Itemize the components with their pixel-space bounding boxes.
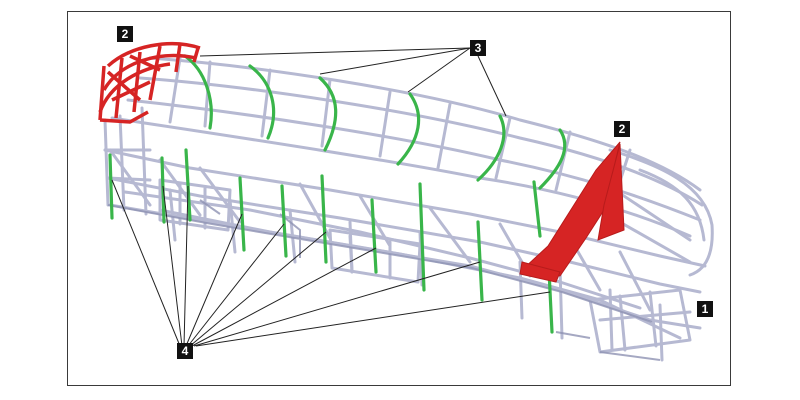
callout-3-label: 3 xyxy=(470,40,486,56)
waist-rail-upper xyxy=(103,148,707,268)
red-reinforcements xyxy=(98,41,625,283)
roof-bow-1 xyxy=(183,54,213,130)
roof-rail-mid-right xyxy=(126,98,702,222)
front-red-panel-right xyxy=(597,143,625,241)
leader-4-b xyxy=(162,185,183,347)
frame-shadows xyxy=(107,199,661,361)
leader-4-c xyxy=(183,185,189,347)
leader-4-d xyxy=(185,213,243,347)
callout-2-rear-label: 2 xyxy=(117,26,133,42)
rear-red-cage xyxy=(98,41,201,124)
callout-4-label: 4 xyxy=(177,343,193,359)
callout-2-front-label: 2 xyxy=(614,121,630,137)
pillar-1 xyxy=(108,153,114,220)
pillar-8 xyxy=(418,182,426,292)
roof-bow-2 xyxy=(248,64,276,140)
leader-4-i xyxy=(195,291,551,347)
roof-bow-6 xyxy=(538,128,567,190)
mid-floor-box xyxy=(328,228,422,284)
roof-bow-5 xyxy=(476,114,506,182)
leader-3-a xyxy=(199,47,471,57)
pillar-5 xyxy=(280,184,288,258)
leader-3-c xyxy=(407,47,471,93)
roof-rail-mid-left xyxy=(138,76,704,207)
floor-rail-front xyxy=(108,203,702,330)
pillar-9 xyxy=(476,220,484,302)
leader-4-g xyxy=(191,247,377,347)
front-floor-box xyxy=(588,288,692,354)
pillar-6 xyxy=(320,174,328,264)
leader-3-b xyxy=(319,47,471,75)
leader-3-d xyxy=(477,55,507,117)
roof-rail-left xyxy=(148,56,702,192)
green-reinforcements xyxy=(108,54,567,334)
pillar-3 xyxy=(184,148,192,222)
pillar-7 xyxy=(370,198,378,274)
leader-4-a xyxy=(111,179,181,347)
roof-bow-3 xyxy=(318,76,338,152)
leader-4-f xyxy=(189,231,327,347)
front-nose xyxy=(588,148,714,277)
leader-lines xyxy=(111,47,551,347)
pillar-11 xyxy=(532,180,542,238)
front-red-pillars xyxy=(519,141,625,283)
leader-4-h xyxy=(193,261,481,347)
front-red-base xyxy=(519,261,561,283)
callout-1-label: 1 xyxy=(697,301,713,317)
roof-bow-4 xyxy=(396,92,421,166)
leader-4-e xyxy=(187,223,285,347)
rear-cage xyxy=(103,106,152,216)
